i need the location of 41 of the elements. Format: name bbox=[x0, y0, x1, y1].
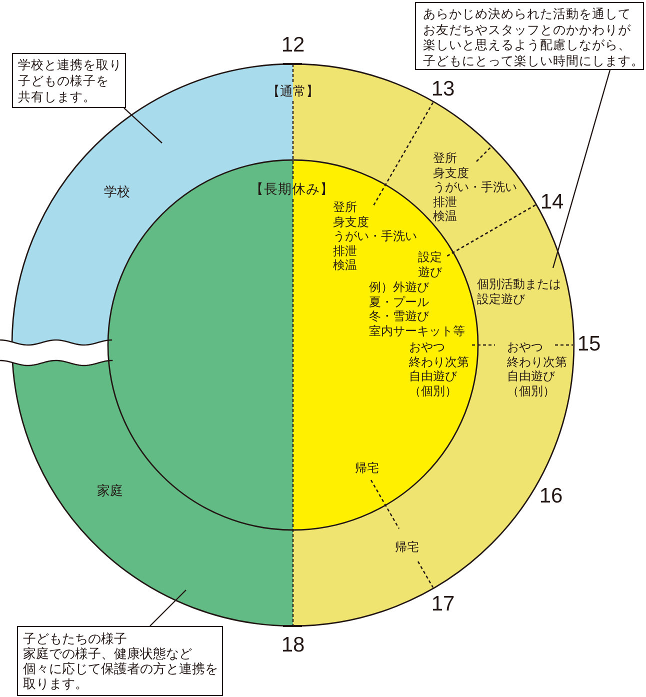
callout-text: 学校と連携を取り子どもの様子を共有します。 bbox=[18, 57, 122, 105]
activity-text: 室内サーキット等 bbox=[369, 324, 465, 338]
callout-box bbox=[12, 53, 126, 108]
hour-label: 12 bbox=[281, 34, 305, 56]
activity-text: 個別活動または設定遊び bbox=[477, 277, 561, 306]
home-region bbox=[11, 159, 294, 628]
leader-line bbox=[150, 590, 186, 626]
activity-text: おやつ bbox=[507, 340, 543, 354]
hour-label: 15 bbox=[577, 334, 601, 354]
activity-text: 帰宅 bbox=[395, 540, 419, 554]
activity-text: 身支度 bbox=[333, 214, 369, 229]
activity-text: 身支度 bbox=[433, 166, 469, 180]
region-label: 家庭 bbox=[97, 484, 123, 499]
section-heading: 【通常】 bbox=[267, 84, 319, 100]
activity-text: 設定遊び bbox=[418, 250, 442, 279]
hour-label: 13 bbox=[431, 78, 455, 100]
activity-text: 排泄 bbox=[333, 244, 357, 258]
activity-text: 登所 bbox=[333, 200, 357, 214]
activity-text: 排泄 bbox=[433, 194, 457, 209]
activity-text: 帰宅 bbox=[355, 461, 379, 476]
leader-line bbox=[552, 70, 611, 268]
callout-text: あらかじめ決められた活動を通してお友だちやスタッフとのかかわりが楽しいと思えるよう配慮しながら、子どもにとって楽しい時間にします。 bbox=[423, 6, 644, 68]
activity-text: 検温 bbox=[333, 258, 357, 272]
activity-text: 例）外遊び bbox=[369, 280, 429, 294]
hour-label: 17 bbox=[431, 594, 455, 614]
activity-text: 冬・雪遊び bbox=[369, 309, 429, 324]
callout-text: 子どもたちの様子家庭での様子、健康状態など個々に応じて保護者の方と連携を取ります。 bbox=[23, 632, 218, 692]
activity-text: 終わり次第自由遊び（個別） bbox=[409, 354, 469, 398]
region-label: 学校 bbox=[104, 185, 130, 200]
hour-label: 18 bbox=[281, 634, 305, 656]
activity-text: うがい・手洗い bbox=[433, 180, 517, 194]
hour-label: 14 bbox=[540, 192, 564, 212]
activity-text: おやつ bbox=[409, 340, 445, 354]
activity-text: 登所 bbox=[433, 151, 457, 166]
activity-text: 夏・プール bbox=[369, 294, 429, 309]
activity-text: うがい・手洗い bbox=[333, 229, 417, 244]
leader-line bbox=[124, 108, 162, 144]
activity-text: 検温 bbox=[433, 209, 457, 224]
activity-text: 終わり次第自由遊び（個別） bbox=[507, 354, 567, 398]
callout-box bbox=[17, 626, 223, 696]
hour-label: 16 bbox=[539, 486, 563, 506]
